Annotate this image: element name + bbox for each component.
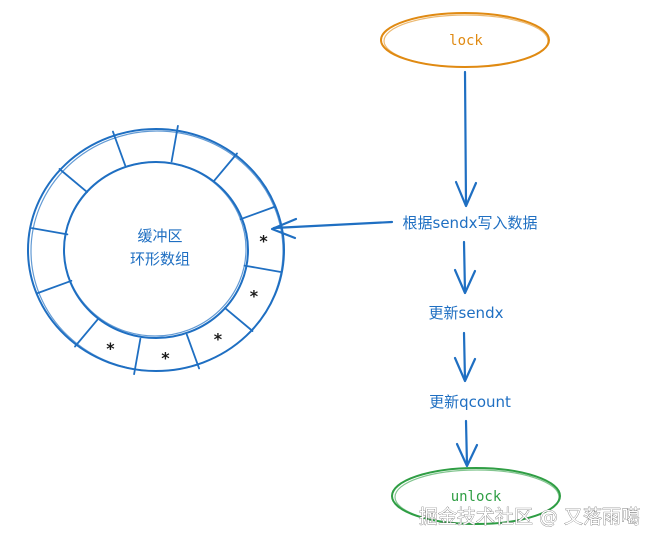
ring-slot-divider [30, 227, 69, 236]
ring-slot-divider [243, 264, 282, 273]
arrow-qcount-to-unlock [455, 419, 479, 468]
unlock-label: unlock [451, 489, 502, 505]
ring-filled-mark: * [249, 287, 259, 306]
ring-slot-divider [212, 152, 238, 183]
ring-slot-divider [170, 125, 179, 163]
ring-filled-mark: * [213, 330, 223, 349]
ring-slot-divider [133, 337, 142, 376]
ring-slot-dividers [30, 125, 282, 376]
ring-slot-divider [223, 306, 254, 332]
buffer-label-line2: 环形数组 [130, 250, 190, 268]
unlock-ellipse-sketch [394, 469, 560, 525]
ring-filled-mark: * [161, 349, 171, 368]
lock-node: lock [380, 12, 550, 68]
ring-outer-sketch [30, 130, 284, 372]
ring-slot-divider [74, 317, 99, 348]
lock-ellipse-sketch [383, 14, 549, 68]
ring-slot-divider [239, 205, 276, 221]
write-data-label: 根据sendx写入数据 [403, 214, 538, 232]
ring-filled-mark: * [259, 232, 269, 251]
arrow-write-to-buffer [270, 217, 394, 240]
buffer-label-line1: 缓冲区 [137, 227, 182, 245]
arrow-lock-to-write [454, 70, 478, 208]
arrow-write-to-sendx [453, 240, 477, 295]
update-sendx-label: 更新sendx [429, 304, 504, 322]
ring-slot-divider [58, 168, 88, 194]
watermark: 掘金技术社区 @ 又落雨噶 [419, 506, 640, 528]
unlock-node: unlock [391, 467, 561, 525]
arrow-sendx-to-qcount [453, 331, 477, 383]
ring-slot-divider [112, 130, 127, 167]
ring-filled-mark: * [106, 339, 116, 358]
lock-label: lock [449, 33, 483, 49]
ring-slot-divider [36, 279, 73, 295]
ring-buffer: * * * * * 缓冲区 环形数组 [27, 125, 285, 376]
ring-slot-divider [185, 333, 201, 370]
ring-inner-sketch [63, 161, 247, 337]
ring-filled-marks: * * * * * [106, 232, 269, 368]
update-qcount-label: 更新qcount [429, 393, 511, 411]
